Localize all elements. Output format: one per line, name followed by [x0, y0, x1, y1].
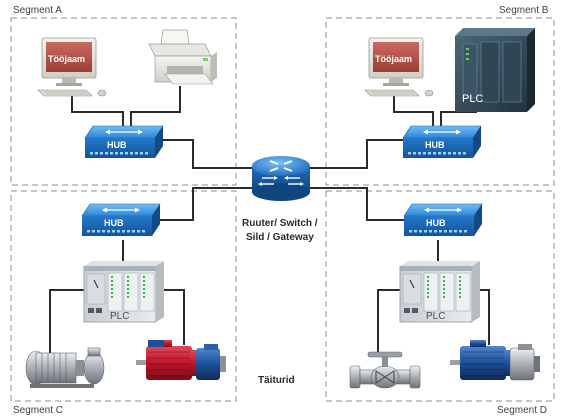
valve-icon: [349, 351, 421, 389]
hub-c-label: HUB: [104, 218, 124, 228]
network-cables: [49, 86, 490, 360]
plc-d-label: PLC: [426, 311, 445, 322]
pump-icon: [25, 347, 105, 388]
segment-d-box: [325, 190, 555, 402]
segment-c-label: Segment C: [13, 405, 63, 416]
plc-c-label: PLC: [110, 311, 129, 322]
workstation-a: Tööjaam: [37, 37, 107, 97]
plc-b-label: PLC: [462, 93, 483, 105]
router-label-line2: Sild / Gateway: [246, 232, 314, 243]
printer-icon: [148, 29, 217, 85]
gearbox-icon: [196, 344, 226, 380]
hub-b: HUB: [402, 125, 482, 159]
hub-b-label: HUB: [425, 140, 445, 150]
workstation-a-label: Tööjaam: [48, 54, 85, 64]
motor-icon: [449, 339, 515, 381]
hub-d: HUB: [403, 203, 483, 237]
motor-icon: [135, 339, 201, 381]
router-label-line1: Ruuter/ Switch /: [242, 218, 318, 229]
router-icon: [252, 156, 310, 201]
hub-c: HUB: [81, 203, 161, 237]
workstation-b-label: Tööjaam: [375, 54, 412, 64]
segment-a-label: Segment A: [13, 5, 62, 16]
actuators-label: Täiturid: [258, 375, 295, 386]
segment-boundaries: [10, 17, 555, 402]
plc-b: PLC: [455, 28, 535, 112]
segment-c-box: [10, 190, 237, 402]
hub-a-label: HUB: [107, 140, 127, 150]
segment-b-box: [325, 17, 555, 186]
segment-a-box: [10, 17, 237, 186]
motor-blue: [449, 339, 540, 381]
motor-red: [135, 339, 226, 381]
plc-d: PLC: [399, 260, 481, 323]
gearbox-icon: [509, 344, 540, 381]
plc-c: PLC: [83, 260, 165, 323]
segment-d-label: Segment D: [497, 405, 547, 416]
hub-a: HUB: [84, 125, 164, 159]
workstation-b: Tööjaam: [364, 37, 434, 97]
segment-b-label: Segment B: [499, 5, 549, 16]
hub-d-label: HUB: [426, 218, 446, 228]
